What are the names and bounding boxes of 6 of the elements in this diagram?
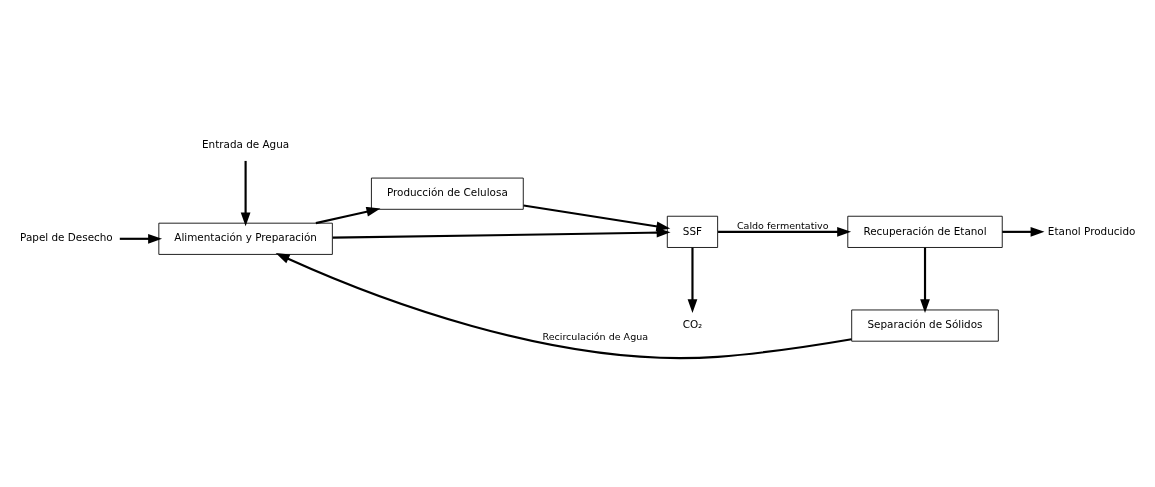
node-text: CO₂ [682,317,703,330]
node-text: Etanol Producido [1047,224,1136,237]
node-text: Entrada de Agua [201,137,290,150]
node-text: Papel de Desecho [20,230,113,243]
edge-label: Recirculación de Agua [542,330,649,342]
edge-label: Caldo fermentativo [736,219,829,231]
